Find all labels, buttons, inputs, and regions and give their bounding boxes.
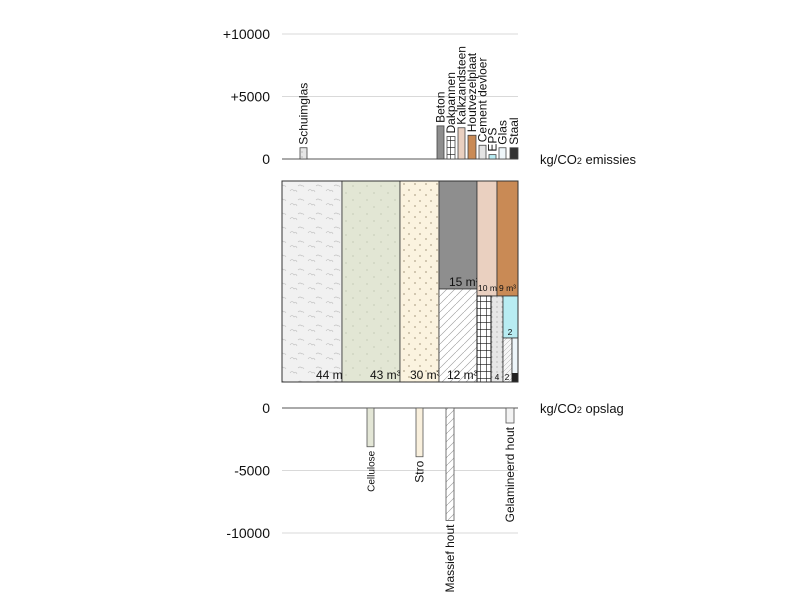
emissions-bar-label: Beton xyxy=(434,92,448,123)
storage-bar-gelamineerd-hout xyxy=(505,407,515,424)
emissions-tick-label: +5000 xyxy=(231,89,271,105)
emissions-bars: Schuimglas BetonDakpannenKalkzandsteenHou… xyxy=(297,46,521,160)
volume-tile-houtvezelplaat xyxy=(496,180,519,297)
volume-tile-label: 9 m³ xyxy=(499,283,516,293)
emissions-bar-label: Kalkzandsteen xyxy=(455,46,469,125)
volume-tile-label: 2 xyxy=(508,327,513,337)
volume-tile-beton xyxy=(438,180,478,290)
emissions-bar-label: Staal xyxy=(507,117,521,144)
volume-tile-massief-hout xyxy=(438,288,478,383)
storage-bar-label: Gelamineerd hout xyxy=(503,426,517,522)
volume-tile-label: 4 xyxy=(495,372,500,382)
emissions-axis-title: kg/CO2 emissies xyxy=(540,152,637,167)
volume-tile-kalkzandsteen xyxy=(476,180,498,297)
volume-tile-staal xyxy=(512,373,518,382)
volume-tile-label: 44 m³ xyxy=(316,368,347,382)
storage-bar-label: Stro xyxy=(413,460,427,482)
emissions-tick-label: +10000 xyxy=(223,26,270,42)
emissions-bar-label: Dakpannen xyxy=(444,72,458,133)
emissions-bar-label: Schuimglas xyxy=(297,83,311,145)
volume-tile-label: 15 m³ xyxy=(449,275,480,289)
storage-axis-title: kg/CO2 opslag xyxy=(540,401,624,416)
emissions-bar-staal xyxy=(509,147,519,160)
storage-bar-stro xyxy=(415,407,424,458)
storage-tick-label: -5000 xyxy=(234,463,270,479)
volume-tile-label: 43 m³ xyxy=(370,368,401,382)
emissions-bar-beton xyxy=(436,125,445,160)
emissions-bar-label: Cement devloer xyxy=(476,58,490,143)
volume-tile-label: 2 xyxy=(505,372,510,382)
emissions-tick-label: 0 xyxy=(262,151,270,167)
emissions-bar-dakpannen xyxy=(446,136,456,160)
volume-tile-label: 12 m³ xyxy=(447,368,478,382)
volume-tile-dakpannen xyxy=(476,295,492,383)
storage-bar-cellulose xyxy=(366,407,375,448)
volume-tile-schuimglas xyxy=(281,180,343,383)
volume-tile-label: 10 m³ xyxy=(478,283,500,293)
volume-tile-cellulose xyxy=(341,180,401,383)
volume-tile-label: 30 m³ xyxy=(410,368,441,382)
storage-bar-massief-hout xyxy=(445,407,455,521)
emissions-bar-label: EPS xyxy=(486,128,500,152)
volume-tile-stro xyxy=(399,180,440,383)
emissions-bar-glas xyxy=(498,147,507,160)
storage-bar-label: Cellulose xyxy=(367,450,378,492)
storage-tick-label: -10000 xyxy=(226,525,270,541)
emissions-axis: 0 +5000 +10000 kg/CO2 emissies xyxy=(223,26,637,167)
emissions-bar-kalkzandsteen xyxy=(457,127,466,160)
storage-bar-label: Massief hout xyxy=(443,524,457,593)
emissions-bar-houtvezelplaat xyxy=(467,134,477,160)
emissions-bar-label: Glas xyxy=(496,120,510,145)
emissions-bar-schuimglas xyxy=(299,147,308,160)
storage-tick-label: 0 xyxy=(262,400,270,416)
emissions-bar-label: Houtvezelplaat xyxy=(465,52,479,132)
emissions-bar-cement-devloer xyxy=(478,144,487,160)
storage-axis: 0 -5000 -10000 kg/CO2 opslag xyxy=(226,400,623,541)
volume-block-frame xyxy=(281,180,519,383)
emissions-bar-eps xyxy=(488,154,497,160)
volume-tile-cement-devloer xyxy=(490,295,504,383)
